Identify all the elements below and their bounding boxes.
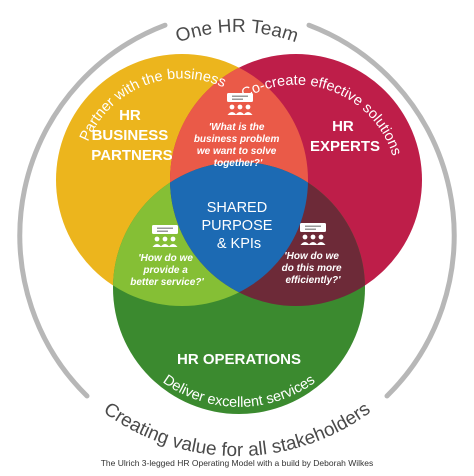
business-partners-title: HR BUSINESS PARTNERS [91, 107, 172, 164]
caption: The Ulrich 3-legged HR Operating Model w… [101, 458, 374, 468]
left-overlap-question: 'How do we provide a better service?' [130, 253, 204, 288]
top-overlap-question: 'What is the business problem we want to… [194, 122, 282, 169]
shared-purpose-label: SHARED PURPOSE & KPIs [202, 200, 277, 252]
operations-title: HR OPERATIONS [177, 351, 301, 368]
experts-title: HR EXPERTS [310, 118, 380, 155]
outer-ring-right [306, 22, 457, 399]
outer-ring-left [17, 22, 168, 399]
right-overlap-question: 'How do we do this more efficiently?' [282, 251, 345, 286]
top-title: One HR Team [173, 16, 301, 47]
